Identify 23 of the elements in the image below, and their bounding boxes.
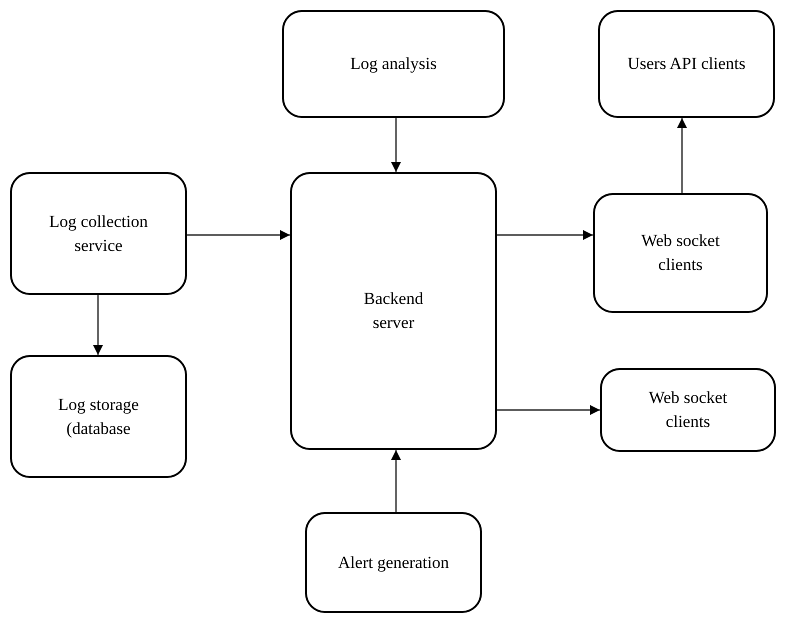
box-label: Backend server	[362, 288, 424, 334]
arrow	[677, 118, 687, 193]
arrow	[93, 295, 103, 355]
box-label: Log analysis	[350, 53, 437, 75]
arrow	[391, 450, 401, 512]
process-box	[600, 368, 776, 452]
process-box	[305, 512, 482, 613]
process-box	[593, 193, 768, 313]
process-box	[598, 10, 775, 118]
arrow	[497, 230, 593, 240]
box-label: Log storage (database	[57, 394, 140, 440]
box-label: Users API clients	[627, 53, 746, 75]
arrow	[187, 230, 290, 240]
arrow	[497, 405, 600, 415]
process-box	[10, 355, 187, 478]
box-label: Log collection service	[48, 210, 148, 256]
process-box	[10, 172, 187, 295]
box-label: Web socket clients	[648, 387, 728, 433]
process-box	[282, 10, 505, 118]
arrow	[391, 118, 401, 172]
process-box	[290, 172, 497, 450]
box-label: Alert generation	[338, 552, 449, 574]
box-label: Web socket clients	[640, 230, 721, 276]
